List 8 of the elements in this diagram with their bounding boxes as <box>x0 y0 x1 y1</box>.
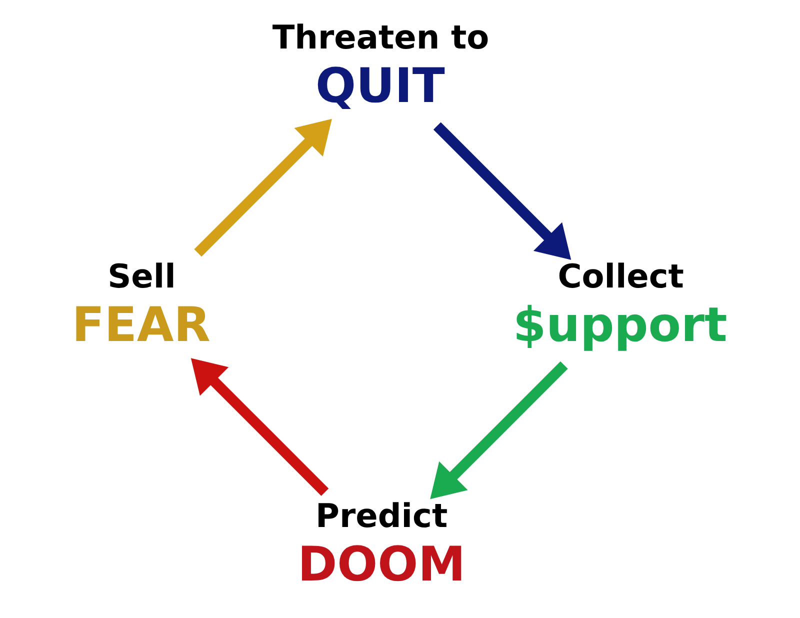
node-text: Collect $upport <box>513 258 728 354</box>
node-text: Threaten to QUIT <box>272 18 490 114</box>
node-text: Sell FEAR <box>72 258 210 354</box>
arrow <box>433 122 572 260</box>
arrow <box>430 361 568 500</box>
arrow <box>194 118 332 257</box>
arrow <box>190 358 329 496</box>
node-text: Predict DOOM <box>298 496 466 592</box>
